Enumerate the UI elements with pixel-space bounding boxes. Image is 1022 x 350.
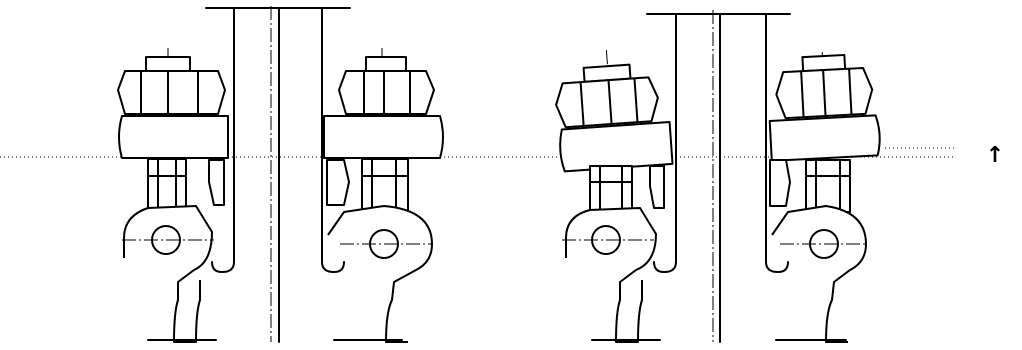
assembly-left bbox=[117, 6, 444, 343]
bolt-group-right-inner bbox=[768, 52, 881, 240]
hex-nut bbox=[555, 76, 659, 129]
hex-nut bbox=[117, 70, 226, 115]
center-blade bbox=[646, 10, 791, 343]
washer bbox=[768, 114, 881, 162]
bolt-group-right-outer bbox=[555, 50, 674, 240]
bolt-group-left-outer bbox=[117, 48, 229, 343]
washer bbox=[559, 120, 674, 173]
up-arrow-icon: ↑ bbox=[986, 143, 1004, 168]
bolt-group-right-outer-lower bbox=[562, 165, 665, 343]
assembly-right bbox=[555, 10, 881, 343]
washer bbox=[118, 115, 229, 159]
hex-nut bbox=[338, 70, 435, 115]
center-blade bbox=[205, 6, 351, 343]
bolt-group-right-inner-lower bbox=[769, 159, 868, 343]
washer bbox=[323, 115, 444, 159]
bolt-group-left-inner bbox=[323, 48, 444, 343]
